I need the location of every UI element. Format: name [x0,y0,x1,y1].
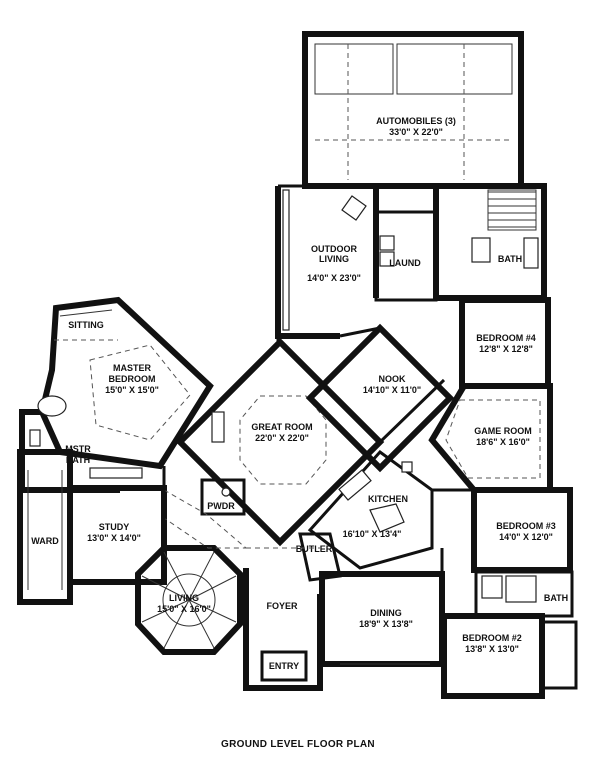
washer [379,235,395,251]
bath-lower-sink [481,575,503,599]
great-room: GREAT ROOM 22'0" X 22'0" [175,337,385,547]
game-room-label: GAME ROOM [474,426,532,436]
bedroom3-walls [471,487,573,573]
master-suite: SITTING MASTER BEDROOM 15'0" X 15'0" [38,296,214,470]
great-room-label: GREAT ROOM [251,422,312,432]
bedroom3-label: BEDROOM #3 [496,521,556,531]
pwdr-label: PWDR [207,501,235,511]
dining: DINING 18'9" X 13'8" [319,571,445,667]
dining-label: DINING [370,608,402,618]
bath-lower-label: BATH [544,593,568,603]
laundry: LAUND [374,210,438,302]
outdoor-column-strip [282,189,290,331]
nook-walls [305,323,455,473]
bedroom4-dims: 12'8" X 12'8" [479,344,533,354]
foyer-label: FOYER [266,601,298,611]
bath-lower-tub [505,575,537,603]
pwdr-walls [200,478,246,516]
kitchen-island [369,503,405,533]
kitchen-label: KITCHEN [368,494,408,504]
master-bed-outline [89,344,191,441]
bedroom2-walls [441,613,545,699]
bedroom-4: BEDROOM #4 12'8" X 12'8" [459,297,551,389]
study-dims: 13'0" X 14'0" [87,533,141,543]
outdoor-grill [341,195,367,221]
ward-label: WARD [31,536,59,546]
living-dims: 15'0" X 16'0" [157,604,211,614]
stair-bath-block: BATH [433,183,547,301]
hall-nook-stub [339,326,381,338]
kitchen: KITCHEN 16'10" X 13'4" [307,449,434,570]
upper-bath-sink [471,237,491,263]
living: LIVING 15'0" X 16'0" [135,545,243,655]
outdoor-living: OUTDOOR LIVING 14'0" X 23'0" [275,184,380,339]
nook-dims: 14'10" X 11'0" [363,385,421,395]
bedroom2-dims: 13'8" X 13'0" [465,644,519,654]
kitchen-sink [401,461,413,473]
wardrobe: WARD [17,449,73,605]
garage: AUTOMOBILES (3) 33'0" X 22'0" [302,31,524,189]
garage-door-right [396,43,513,95]
master-vanity [89,467,143,479]
nook: NOOK 14'10" X 11'0" [305,323,455,473]
study: STUDY 13'0" X 14'0" [67,485,167,585]
outdoor-label-1: OUTDOOR [311,244,357,254]
hall-east-wall [378,378,446,444]
fireplace [211,411,225,443]
laund-label: LAUND [389,258,421,268]
bedroom4-walls [459,297,551,389]
living-walls [135,545,243,655]
powder-room: PWDR [200,478,246,516]
mstr-bath-label-2: BATH [66,455,90,465]
kitchen-walls [307,449,434,570]
bedroom2-label: BEDROOM #2 [462,633,522,643]
outdoor-label-2: LIVING [319,254,349,264]
bath-lower: BATH [474,570,574,618]
gallery-hall-west [163,489,248,549]
bedroom-2: BEDROOM #2 13'8" X 13'0" [441,613,578,699]
game-room-dims: 18'6" X 16'0" [476,437,530,447]
sitting-window [59,309,113,317]
living-label: LIVING [169,593,199,603]
mstr-bath-label-1: MSTR [65,444,91,454]
master-toilet [29,429,41,447]
plan-caption: GROUND LEVEL FLOOR PLAN [221,739,375,750]
bedroom4-label: BEDROOM #4 [476,333,536,343]
gallery [162,326,474,616]
master-label-1: MASTER [113,363,152,373]
bedroom-3: BEDROOM #3 14'0" X 12'0" [471,487,573,573]
automobiles-dims: 33'0" X 22'0" [389,127,443,137]
dining-dims: 18'9" X 13'8" [359,619,413,629]
master-bath: MSTR BATH [19,395,143,493]
nook-label: NOOK [379,374,407,384]
kitchen-cooktop [338,469,372,501]
bath-upper-label: BATH [498,254,522,264]
stairs [487,189,537,231]
master-walls [38,296,214,470]
master-tub [37,395,67,417]
garage-door-left [314,43,394,95]
kitchen-dims: 16'10" X 13'4" [343,529,402,539]
pwdr-sink [221,487,231,497]
entry-label: ENTRY [269,661,299,671]
game-room-ceiling [445,399,541,479]
master-dims: 15'0" X 15'0" [105,385,159,395]
master-label-2: BEDROOM [109,374,156,384]
garage-walls [302,31,524,189]
butler-label: BUTLER [296,544,333,554]
bedroom3-dims: 14'0" X 12'0" [499,532,553,542]
outdoor-dims: 14'0" X 23'0" [307,273,361,283]
automobiles-label: AUTOMOBILES (3) [376,116,456,126]
study-label: STUDY [99,522,130,532]
dryer [379,251,395,267]
entry-walls [260,650,308,682]
upper-bath-tub [523,237,539,269]
living-ceiling-rays [141,551,237,649]
sitting-label: SITTING [68,320,104,330]
bedroom2-closet [540,620,578,690]
great-room-walls [175,337,385,547]
great-room-dims: 22'0" X 22'0" [255,433,309,443]
